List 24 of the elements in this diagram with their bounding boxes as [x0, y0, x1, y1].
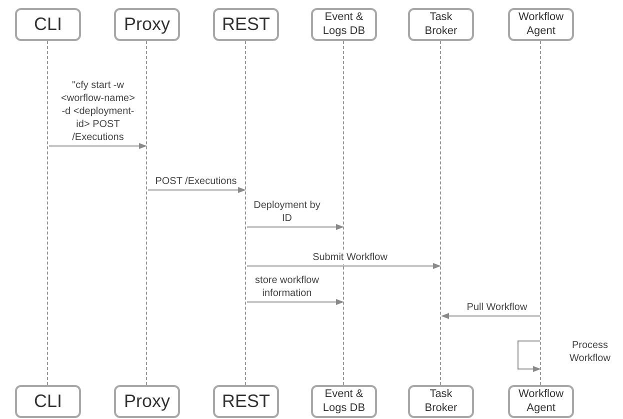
participant-box: Workflow Agent	[508, 8, 574, 41]
participant-box: Task Broker	[408, 8, 474, 41]
lifeline	[540, 41, 542, 385]
participant-box: Event & Logs DB	[311, 8, 377, 41]
participant-box: Proxy	[114, 8, 180, 41]
lifeline	[245, 41, 247, 385]
participant-box: REST	[213, 8, 279, 41]
participant-box: CLI	[15, 385, 81, 418]
participant-box: Task Broker	[408, 385, 474, 418]
message-arrow	[48, 143, 147, 149]
participant-box: Event & Logs DB	[311, 385, 377, 418]
lifeline	[440, 41, 442, 385]
lifeline	[47, 41, 49, 385]
message-arrow	[246, 263, 441, 269]
message-arrow	[148, 187, 246, 193]
message-arrow	[246, 299, 344, 305]
lifeline	[146, 41, 148, 385]
message-arrow	[246, 224, 344, 230]
message-arrow	[441, 313, 540, 319]
message-arrow	[518, 340, 541, 372]
participant-box: CLI	[15, 8, 81, 41]
participant-box: REST	[213, 385, 279, 418]
participant-box: Workflow Agent	[508, 385, 574, 418]
participant-box: Proxy	[114, 385, 180, 418]
